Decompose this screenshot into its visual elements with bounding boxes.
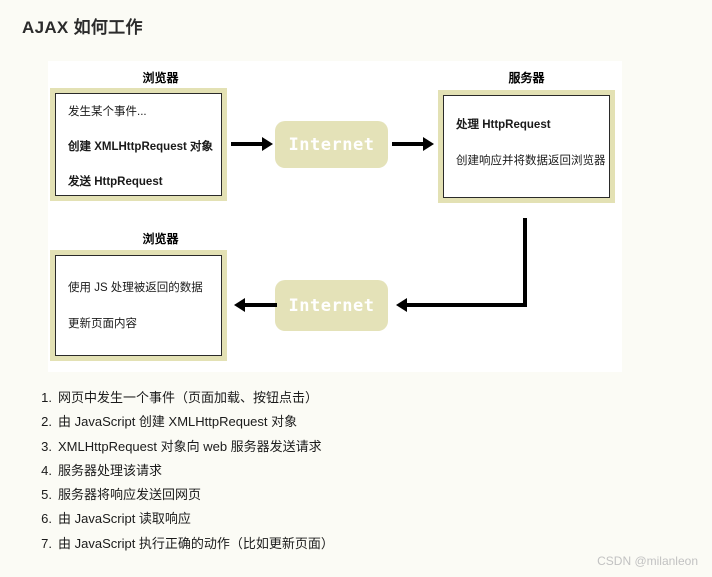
step-text: 网页中发生一个事件（页面加载、按钮点击） [58,390,319,405]
step-number: 1. [41,390,52,405]
browser-top-panel: 发生某个事件... 创建 XMLHttpRequest 对象 发送 HttpRe… [50,88,227,201]
browser-bottom-line-1: 使用 JS 处理被返回的数据 [68,282,203,294]
step-number: 3. [41,438,52,454]
step-text: 由 JavaScript 执行正确的动作（比如更新页面） [58,535,334,551]
arrow-internet-to-browser-line [244,303,277,307]
step-number: 7. [41,535,52,551]
browser-top-panel-inner: 发生某个事件... 创建 XMLHttpRequest 对象 发送 HttpRe… [55,93,222,196]
arrow-internet-to-server-head [423,137,434,151]
server-line-2: 创建响应并将数据返回浏览器 [456,154,606,167]
arrow-server-return-head [396,298,407,312]
browser-top-line-1: 发生某个事件... [68,106,147,118]
browser-bottom-panel: 使用 JS 处理被返回的数据 更新页面内容 [50,250,227,361]
step-number: 6. [41,511,52,527]
arrow-server-return-vertical [523,218,527,307]
caption-browser-top: 浏览器 [142,71,179,85]
browser-bottom-panel-inner: 使用 JS 处理被返回的数据 更新页面内容 [55,255,222,356]
arrow-server-return-horizontal [406,303,527,307]
list-item: 2. 由 JavaScript 创建 XMLHttpRequest 对象 [30,410,334,434]
arrow-browser-to-internet-head [262,137,273,151]
step-number: 2. [41,414,52,430]
page-title: AJAX 如何工作 [22,18,143,37]
step-number: 5. [41,487,52,503]
list-item: 1. 网页中发生一个事件（页面加载、按钮点击） [30,386,334,410]
caption-browser-bottom: 浏览器 [142,232,179,246]
csdn-watermark: CSDN @milanleon [597,554,698,568]
step-text: 服务器处理该请求 [58,462,163,478]
list-item: 7. 由 JavaScript 执行正确的动作（比如更新页面） [30,532,334,556]
list-item: 4. 服务器处理该请求 [30,459,334,483]
server-line-1: 处理 HttpRequest [456,119,551,131]
arrow-browser-to-internet-line [231,142,264,146]
list-item: 3. XMLHttpRequest 对象向 web 服务器发送请求 [30,435,334,459]
caption-server: 服务器 [508,71,545,85]
browser-bottom-line-2: 更新页面内容 [68,317,137,330]
step-text: 由 JavaScript 创建 XMLHttpRequest 对象 [58,414,298,430]
step-text: XMLHttpRequest 对象向 web 服务器发送请求 [58,438,322,454]
step-text: 服务器将响应发送回网页 [58,487,202,503]
server-panel-inner: 处理 HttpRequest 创建响应并将数据返回浏览器 [443,95,610,198]
list-item: 5. 服务器将响应发送回网页 [30,483,334,507]
list-item: 6. 由 JavaScript 读取响应 [30,507,334,531]
browser-top-line-2: 创建 XMLHttpRequest 对象 [68,140,214,153]
server-panel: 处理 HttpRequest 创建响应并将数据返回浏览器 [438,90,615,203]
step-number: 4. [41,462,52,478]
ajax-steps-list: 1. 网页中发生一个事件（页面加载、按钮点击） 2. 由 JavaScript 创建… [30,386,334,556]
internet-node-bottom: Internet [275,280,388,331]
browser-top-line-3: 发送 HttpRequest [68,175,163,188]
arrow-internet-to-browser-head [234,298,245,312]
arrow-internet-to-server-line [392,142,425,146]
ajax-flow-diagram: 浏览器 服务器 浏览器 发生某个事件... 创建 XMLHttpRequest … [48,61,622,372]
internet-node-top: Internet [275,121,388,168]
step-text: 由 JavaScript 读取响应 [58,511,191,527]
